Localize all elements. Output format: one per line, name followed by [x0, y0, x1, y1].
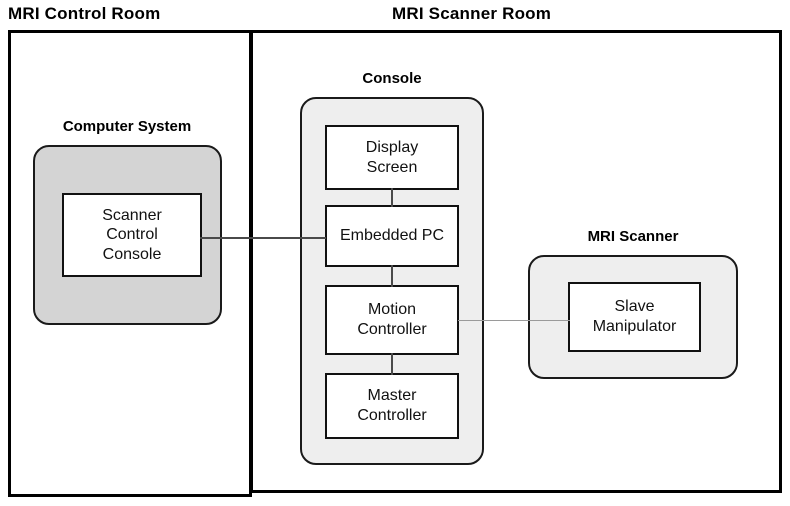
connector-display-screen-to-embedded-pc: [391, 188, 393, 207]
connector-motion-controller-to-master-controller: [391, 353, 393, 375]
group-caption-computer-system: Computer System: [62, 118, 192, 135]
node-slave-manipulator[interactable]: Slave Manipulator: [568, 282, 701, 352]
node-embedded-pc[interactable]: Embedded PC: [325, 205, 459, 267]
node-motion-controller[interactable]: Motion Controller: [325, 285, 459, 355]
node-display-screen[interactable]: Display Screen: [325, 125, 459, 190]
connector-motion-controller-to-slave-manipulator: [458, 320, 570, 321]
connector-embedded-pc-to-motion-controller: [391, 265, 393, 287]
connector-scanner-console-to-embedded-pc: [200, 237, 326, 239]
group-caption-mri-scanner: MRI Scanner: [587, 228, 679, 245]
room-heading-scanner: MRI Scanner Room: [392, 4, 552, 23]
group-caption-console: Console: [362, 70, 422, 87]
node-master-controller[interactable]: Master Controller: [325, 373, 459, 439]
room-heading-control: MRI Control Room: [8, 4, 161, 23]
node-scanner-control-console[interactable]: Scanner Control Console: [62, 193, 202, 277]
room-outline-scanner: [250, 30, 782, 493]
